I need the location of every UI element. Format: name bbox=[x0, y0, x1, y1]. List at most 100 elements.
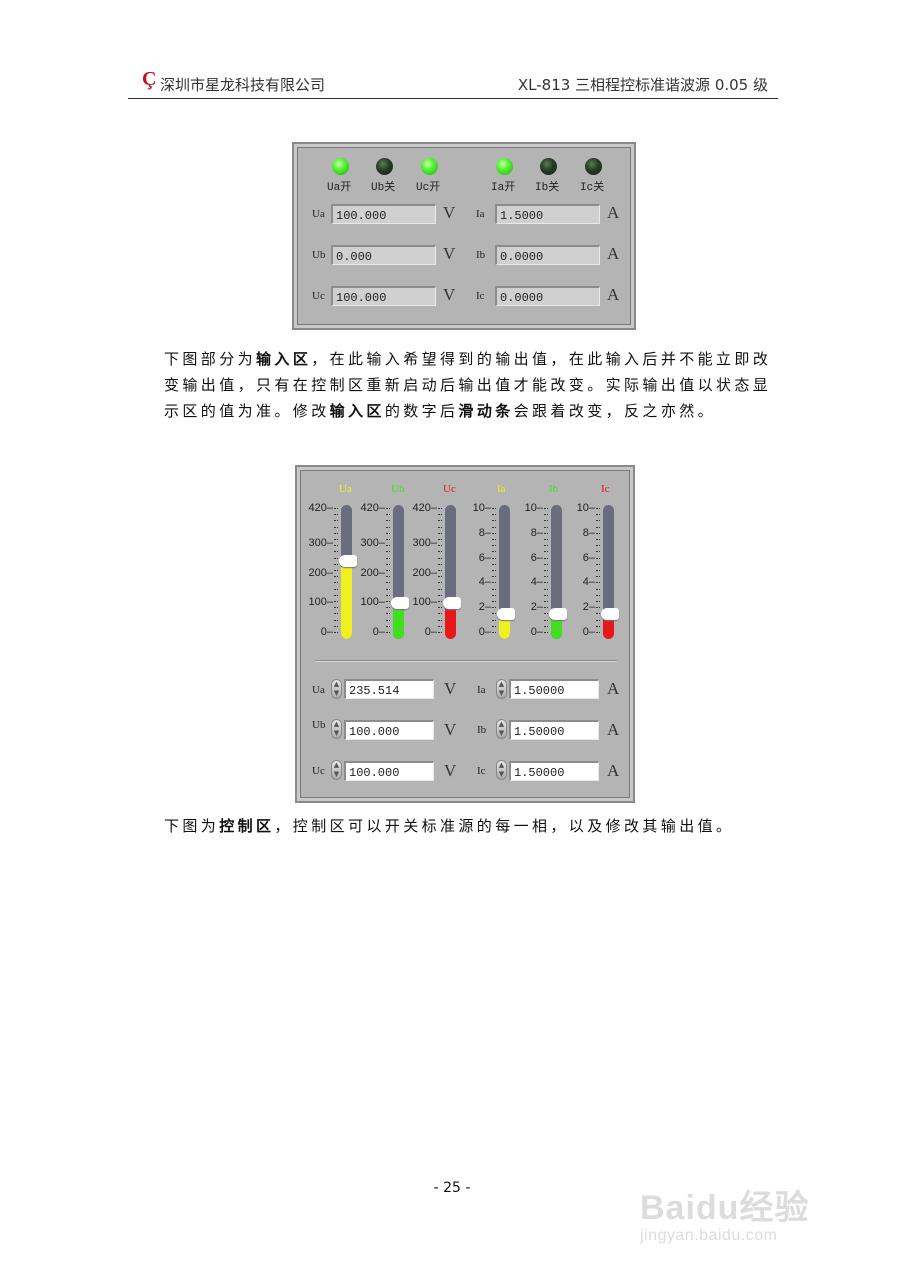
minor-tick bbox=[492, 532, 496, 534]
slider-title-ia: Ia bbox=[497, 483, 506, 495]
minor-tick bbox=[544, 619, 548, 621]
watermark-logo: Baidu经验 bbox=[640, 1189, 810, 1227]
document-title: XL-813 三相程控标准谐波源 0.05 级 bbox=[517, 76, 768, 94]
minor-tick bbox=[334, 576, 338, 578]
minor-tick bbox=[492, 551, 496, 553]
ub-input[interactable]: 100.000 bbox=[344, 720, 434, 740]
ua-input[interactable]: 235.514 bbox=[344, 679, 434, 699]
tick-label: 100– bbox=[308, 596, 333, 609]
tick-label: 300– bbox=[360, 537, 385, 550]
text-span: 的数字后 bbox=[384, 402, 459, 420]
minor-tick bbox=[596, 582, 600, 584]
tick-label: 420– bbox=[308, 502, 333, 514]
ib-led-label: Ib关 bbox=[535, 182, 560, 194]
ua-input-unit: V bbox=[444, 679, 457, 698]
tick-label: 420– bbox=[412, 502, 437, 514]
uc-input-unit: V bbox=[444, 761, 457, 780]
minor-tick bbox=[596, 514, 600, 516]
minor-tick bbox=[438, 594, 442, 596]
minor-tick bbox=[492, 526, 496, 528]
bold-term-input-area: 输入区 bbox=[329, 402, 385, 420]
ic-unit: A bbox=[607, 285, 620, 304]
ic-status-led bbox=[585, 158, 602, 175]
ic-status-value: 0.0000 bbox=[495, 286, 600, 306]
slider-thumb-uc[interactable] bbox=[443, 596, 461, 609]
text-span: ，在此输入希望得到的输出值，在此输入后并不能立即改变输出值，只有在控制区重新启动… bbox=[164, 350, 772, 420]
slider-thumb-ic[interactable] bbox=[601, 607, 619, 620]
minor-tick bbox=[492, 601, 496, 602]
minor-tick bbox=[386, 532, 390, 534]
slider-thumb-ib[interactable] bbox=[549, 607, 567, 620]
ic-spin-button[interactable]: ▲▼ bbox=[496, 760, 507, 780]
tick-label: 6– bbox=[530, 551, 543, 564]
slider-thumb-ub[interactable] bbox=[391, 596, 409, 609]
minor-tick bbox=[544, 613, 548, 615]
minor-tick bbox=[386, 570, 390, 571]
tick-label: 6– bbox=[478, 551, 491, 564]
ua-status-led bbox=[332, 158, 349, 175]
minor-tick bbox=[544, 545, 548, 547]
minor-tick bbox=[334, 551, 338, 553]
slider-track-ub[interactable] bbox=[393, 505, 404, 639]
ua-unit: V bbox=[443, 203, 456, 222]
ib-label: Ib bbox=[476, 249, 486, 261]
uc-input[interactable]: 100.000 bbox=[344, 761, 434, 781]
uc-input-label: Uc bbox=[312, 765, 325, 777]
minor-tick bbox=[544, 563, 548, 565]
slider-thumb-ua[interactable] bbox=[339, 555, 357, 568]
minor-tick bbox=[596, 570, 600, 571]
slider-track-ua[interactable] bbox=[341, 505, 352, 639]
bold-term-control-area: 控制区 bbox=[219, 817, 275, 835]
divider bbox=[315, 660, 617, 662]
tick-label: 200– bbox=[308, 566, 333, 579]
minor-tick bbox=[544, 588, 548, 590]
slider-track-ib[interactable] bbox=[551, 505, 562, 639]
slider-fill bbox=[551, 619, 562, 639]
ib-input[interactable]: 1.50000 bbox=[509, 720, 599, 740]
minor-tick bbox=[492, 539, 496, 540]
ib-input-label: Ib bbox=[477, 724, 487, 736]
minor-tick bbox=[544, 594, 548, 596]
minor-tick bbox=[438, 526, 442, 528]
slider-track-uc[interactable] bbox=[445, 505, 456, 639]
minor-tick bbox=[334, 613, 338, 615]
minor-tick bbox=[492, 613, 496, 615]
minor-tick bbox=[386, 625, 390, 627]
slider-thumb-ia[interactable] bbox=[497, 607, 515, 620]
ia-status-led bbox=[496, 158, 513, 175]
tick-label: 4– bbox=[530, 576, 543, 589]
ia-status-value: 1.5000 bbox=[495, 204, 600, 224]
minor-tick bbox=[544, 508, 548, 509]
minor-tick bbox=[492, 625, 496, 627]
minor-tick bbox=[492, 508, 496, 509]
baidu-watermark: Baidu经验 jingyan.baidu.com bbox=[640, 1180, 809, 1245]
company-name: 深圳市星龙科技有限公司 bbox=[160, 76, 326, 94]
minor-tick bbox=[544, 607, 548, 609]
minor-tick bbox=[334, 601, 338, 602]
ub-spin-button[interactable]: ▲▼ bbox=[331, 719, 342, 739]
ia-input-label: Ia bbox=[477, 684, 486, 696]
minor-tick bbox=[544, 514, 548, 516]
minor-tick bbox=[334, 563, 338, 565]
ia-spin-button[interactable]: ▲▼ bbox=[496, 679, 507, 699]
slider-track-ic[interactable] bbox=[603, 505, 614, 639]
slider-fill bbox=[499, 619, 510, 639]
minor-tick bbox=[334, 539, 338, 540]
ib-spin-button[interactable]: ▲▼ bbox=[496, 719, 507, 739]
ia-input[interactable]: 1.50000 bbox=[509, 679, 599, 699]
minor-tick bbox=[334, 570, 338, 571]
minor-tick bbox=[386, 613, 390, 615]
minor-tick bbox=[544, 526, 548, 528]
minor-tick bbox=[438, 613, 442, 615]
slider-title-ua: Ua bbox=[339, 483, 352, 495]
ua-spin-button[interactable]: ▲▼ bbox=[331, 679, 342, 699]
uc-led-label: Uc开 bbox=[416, 182, 441, 194]
tick-label: 4– bbox=[582, 576, 595, 589]
ic-input[interactable]: 1.50000 bbox=[509, 761, 599, 781]
tick-label: 8– bbox=[582, 526, 595, 539]
minor-tick bbox=[438, 607, 442, 609]
slider-track-ia[interactable] bbox=[499, 505, 510, 639]
uc-spin-button[interactable]: ▲▼ bbox=[331, 760, 342, 780]
minor-tick bbox=[544, 532, 548, 534]
minor-tick bbox=[438, 582, 442, 584]
